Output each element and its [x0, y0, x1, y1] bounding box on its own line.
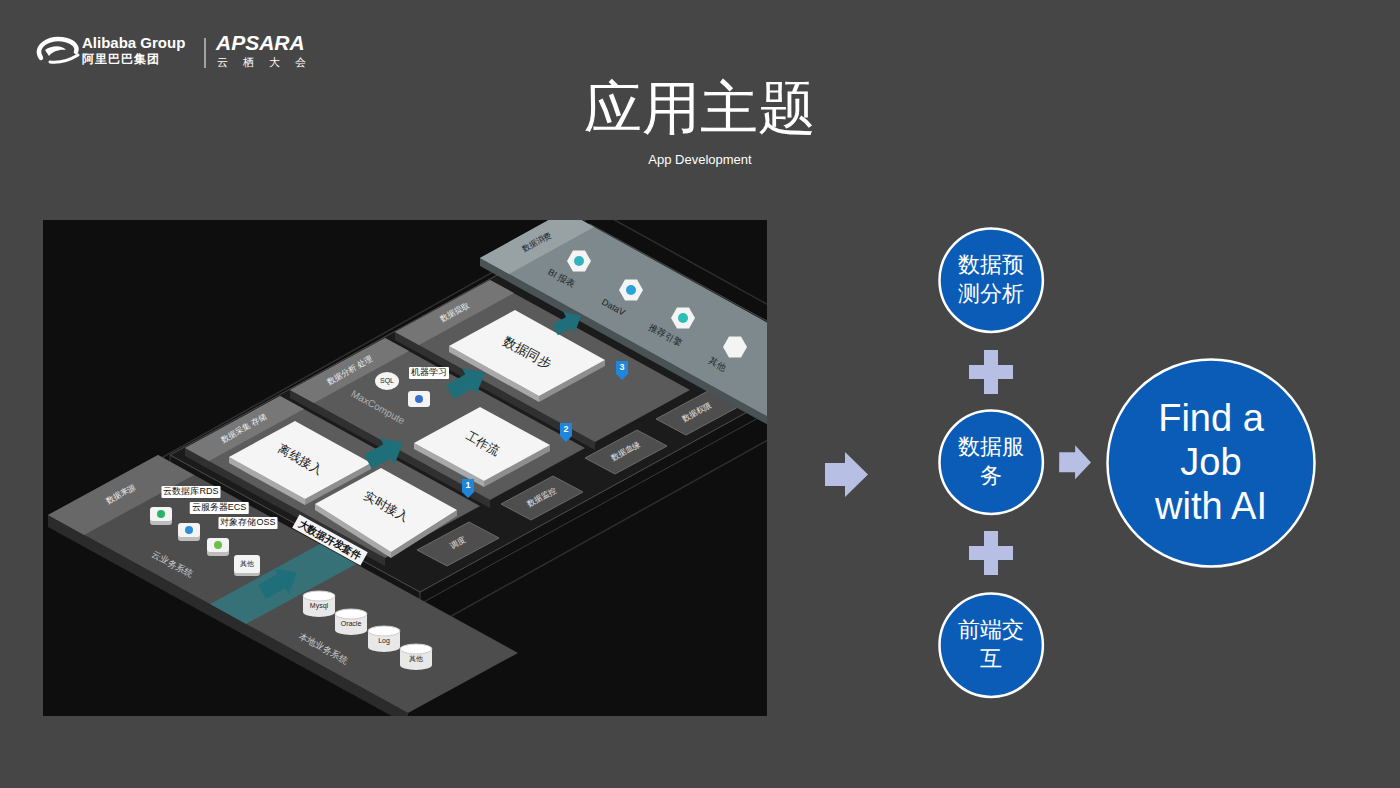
cylinder-top	[368, 626, 400, 636]
teal-highlight	[210, 544, 356, 624]
hex-icon	[671, 308, 695, 329]
brand-name-cn: 阿里巴巴集团	[82, 53, 160, 66]
logo-divider	[205, 38, 206, 68]
cylinder-top	[303, 591, 335, 601]
circle-shape	[1108, 360, 1315, 567]
flow-arrow	[361, 429, 411, 475]
big-arrow	[825, 452, 868, 497]
icon-top	[178, 523, 200, 537]
circle-shape	[939, 593, 1042, 696]
service-circle: 数据预测分析	[938, 227, 1044, 333]
hex-icon	[723, 337, 747, 358]
plus-bar	[984, 350, 998, 394]
service-tag: 云服务器ECS	[190, 502, 249, 514]
logo-swirl	[39, 39, 77, 58]
service-tag: 机器学习	[409, 367, 449, 379]
service-tag: 对象存储OSS	[218, 517, 277, 529]
circle-shape	[939, 410, 1042, 513]
consume-band	[480, 220, 767, 418]
node-label: Find a Job with AI	[1147, 397, 1275, 528]
result-circle: Find a Job with AI	[1106, 358, 1316, 568]
marker-pin	[462, 479, 474, 498]
circle-outline	[938, 592, 1044, 698]
architecture-illustration	[48, 220, 767, 716]
event-name-cn: 云 栖 大 会	[217, 56, 312, 68]
node-label: 数据服务	[956, 433, 1026, 490]
icon-dot	[214, 541, 222, 549]
cylinder-top	[335, 609, 367, 619]
icon-text: Oracle	[341, 620, 362, 628]
icon-text: Log	[378, 637, 390, 645]
flow-arrow-shape	[255, 559, 305, 605]
flow-arrow	[255, 559, 305, 605]
callout-number: 2	[563, 425, 568, 435]
icon-text: 其他	[409, 655, 423, 663]
icon-dot	[678, 313, 688, 323]
plus-bar	[984, 531, 998, 575]
plus-sign	[969, 531, 1013, 575]
circle-outline	[938, 409, 1044, 515]
database-cylinders	[303, 591, 432, 670]
output-icons	[567, 251, 747, 358]
event-name: APSARA	[216, 31, 305, 54]
band-side	[48, 515, 408, 716]
icon-top	[234, 555, 260, 573]
block-arrow	[1059, 445, 1091, 479]
band-strip	[290, 338, 409, 403]
icon-dot	[157, 510, 165, 518]
service-tag: 云数据库RDS	[161, 486, 220, 498]
alibaba-logo	[39, 39, 78, 62]
logo-swirl	[50, 55, 78, 62]
node-text-box: Find a Job with AI	[1147, 397, 1275, 528]
icon-dot	[626, 285, 636, 295]
node-label: 前端交互	[956, 616, 1026, 673]
slide-title: 应用主题	[0, 76, 1400, 140]
node-text-box: 前端交互	[956, 616, 1026, 673]
icon-top	[150, 507, 172, 521]
icon-dot	[415, 395, 423, 403]
node-label: 数据预测分析	[956, 251, 1026, 308]
node-text-box: 数据服务	[956, 433, 1026, 490]
cylinder-top	[400, 644, 432, 654]
flow-arrow-shape	[443, 359, 493, 405]
band-strip	[480, 220, 594, 274]
icon-top	[207, 538, 229, 552]
icon-dot	[185, 526, 193, 534]
logo-swirl	[45, 46, 66, 56]
flow-arrow-shape	[549, 305, 587, 341]
flow-arrow	[549, 305, 587, 341]
marker-pin	[560, 423, 572, 442]
callout-number: 1	[465, 481, 470, 491]
pin-shape	[616, 361, 628, 380]
white-block	[414, 407, 550, 481]
icon-dot	[574, 256, 584, 266]
hex-icon	[619, 280, 643, 301]
subtitle: App Development	[648, 153, 751, 167]
node-text-box: 数据预测分析	[956, 251, 1026, 308]
circle-outline	[938, 227, 1044, 333]
icon-text: SQL	[380, 377, 394, 385]
hex-icon	[567, 251, 591, 272]
marker-pin	[616, 361, 628, 380]
icon-text: Mysql	[310, 602, 328, 610]
brand-name: Alibaba Group	[82, 35, 185, 52]
sql-icon	[375, 372, 399, 390]
flow-arrow-shape	[361, 429, 411, 475]
ml-icon	[408, 391, 430, 407]
service-circle: 数据服务	[938, 409, 1044, 515]
pin-shape	[462, 479, 474, 498]
circle-shape	[939, 228, 1042, 331]
callout-number: 3	[619, 363, 624, 373]
icon-text: 其他	[240, 560, 254, 568]
flow-arrow	[443, 359, 493, 405]
plus-sign	[969, 350, 1013, 394]
pin-shape	[560, 423, 572, 442]
outer-frame	[140, 220, 767, 628]
service-circle: 前端交互	[938, 592, 1044, 698]
